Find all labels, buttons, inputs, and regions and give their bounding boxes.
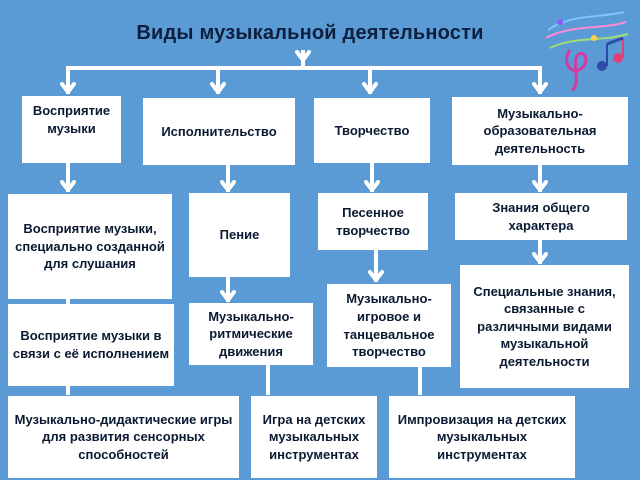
node-perception: Восприятие музыки	[22, 96, 121, 163]
node-singing: Пение	[189, 193, 290, 277]
arrow-general	[532, 180, 548, 192]
node-perception-performing: Восприятие музыки в связи с её исполнени…	[8, 304, 174, 386]
arrow-root	[295, 50, 311, 62]
node-performance: Исполнительство	[143, 98, 295, 165]
node-perception-listening: Восприятие музыки, специально созданной …	[8, 194, 172, 299]
arrow-song	[364, 180, 380, 192]
node-didactic-games: Музыкально-дидактические игры для развит…	[8, 396, 239, 478]
node-playing-instruments: Игра на детских музыкальных инструментах	[251, 396, 377, 478]
arrow-creativity	[362, 82, 378, 94]
node-special-knowledge: Специальные знания, связанные с различны…	[460, 265, 629, 388]
node-improvisation: Импровизация на детских музыкальных инст…	[389, 396, 575, 478]
diagram-title: Виды музыкальной деятельности	[136, 22, 484, 44]
node-rhythmic-movements: Музыкально-ритмические движения	[189, 303, 313, 365]
arrow-perception	[60, 82, 76, 94]
node-general-knowledge: Знания общего характера	[455, 193, 627, 240]
arrow-special	[532, 252, 548, 264]
arrow-performance	[210, 82, 226, 94]
arrow-education	[532, 82, 548, 94]
node-song-creativity: Песенное творчество	[318, 193, 428, 250]
node-education: Музыкально-образовательная деятельность	[452, 97, 628, 165]
arrow-singing	[220, 180, 236, 192]
node-game-dance-creativity: Музыкально-игровое и танцевальное творче…	[327, 284, 451, 367]
music-notes-decoration-icon	[545, 11, 629, 92]
arrow-perception-listening	[60, 180, 76, 192]
arrow-rhythmic	[220, 290, 236, 302]
node-creativity: Творчество	[314, 98, 430, 163]
arrow-game-dance	[368, 270, 384, 282]
